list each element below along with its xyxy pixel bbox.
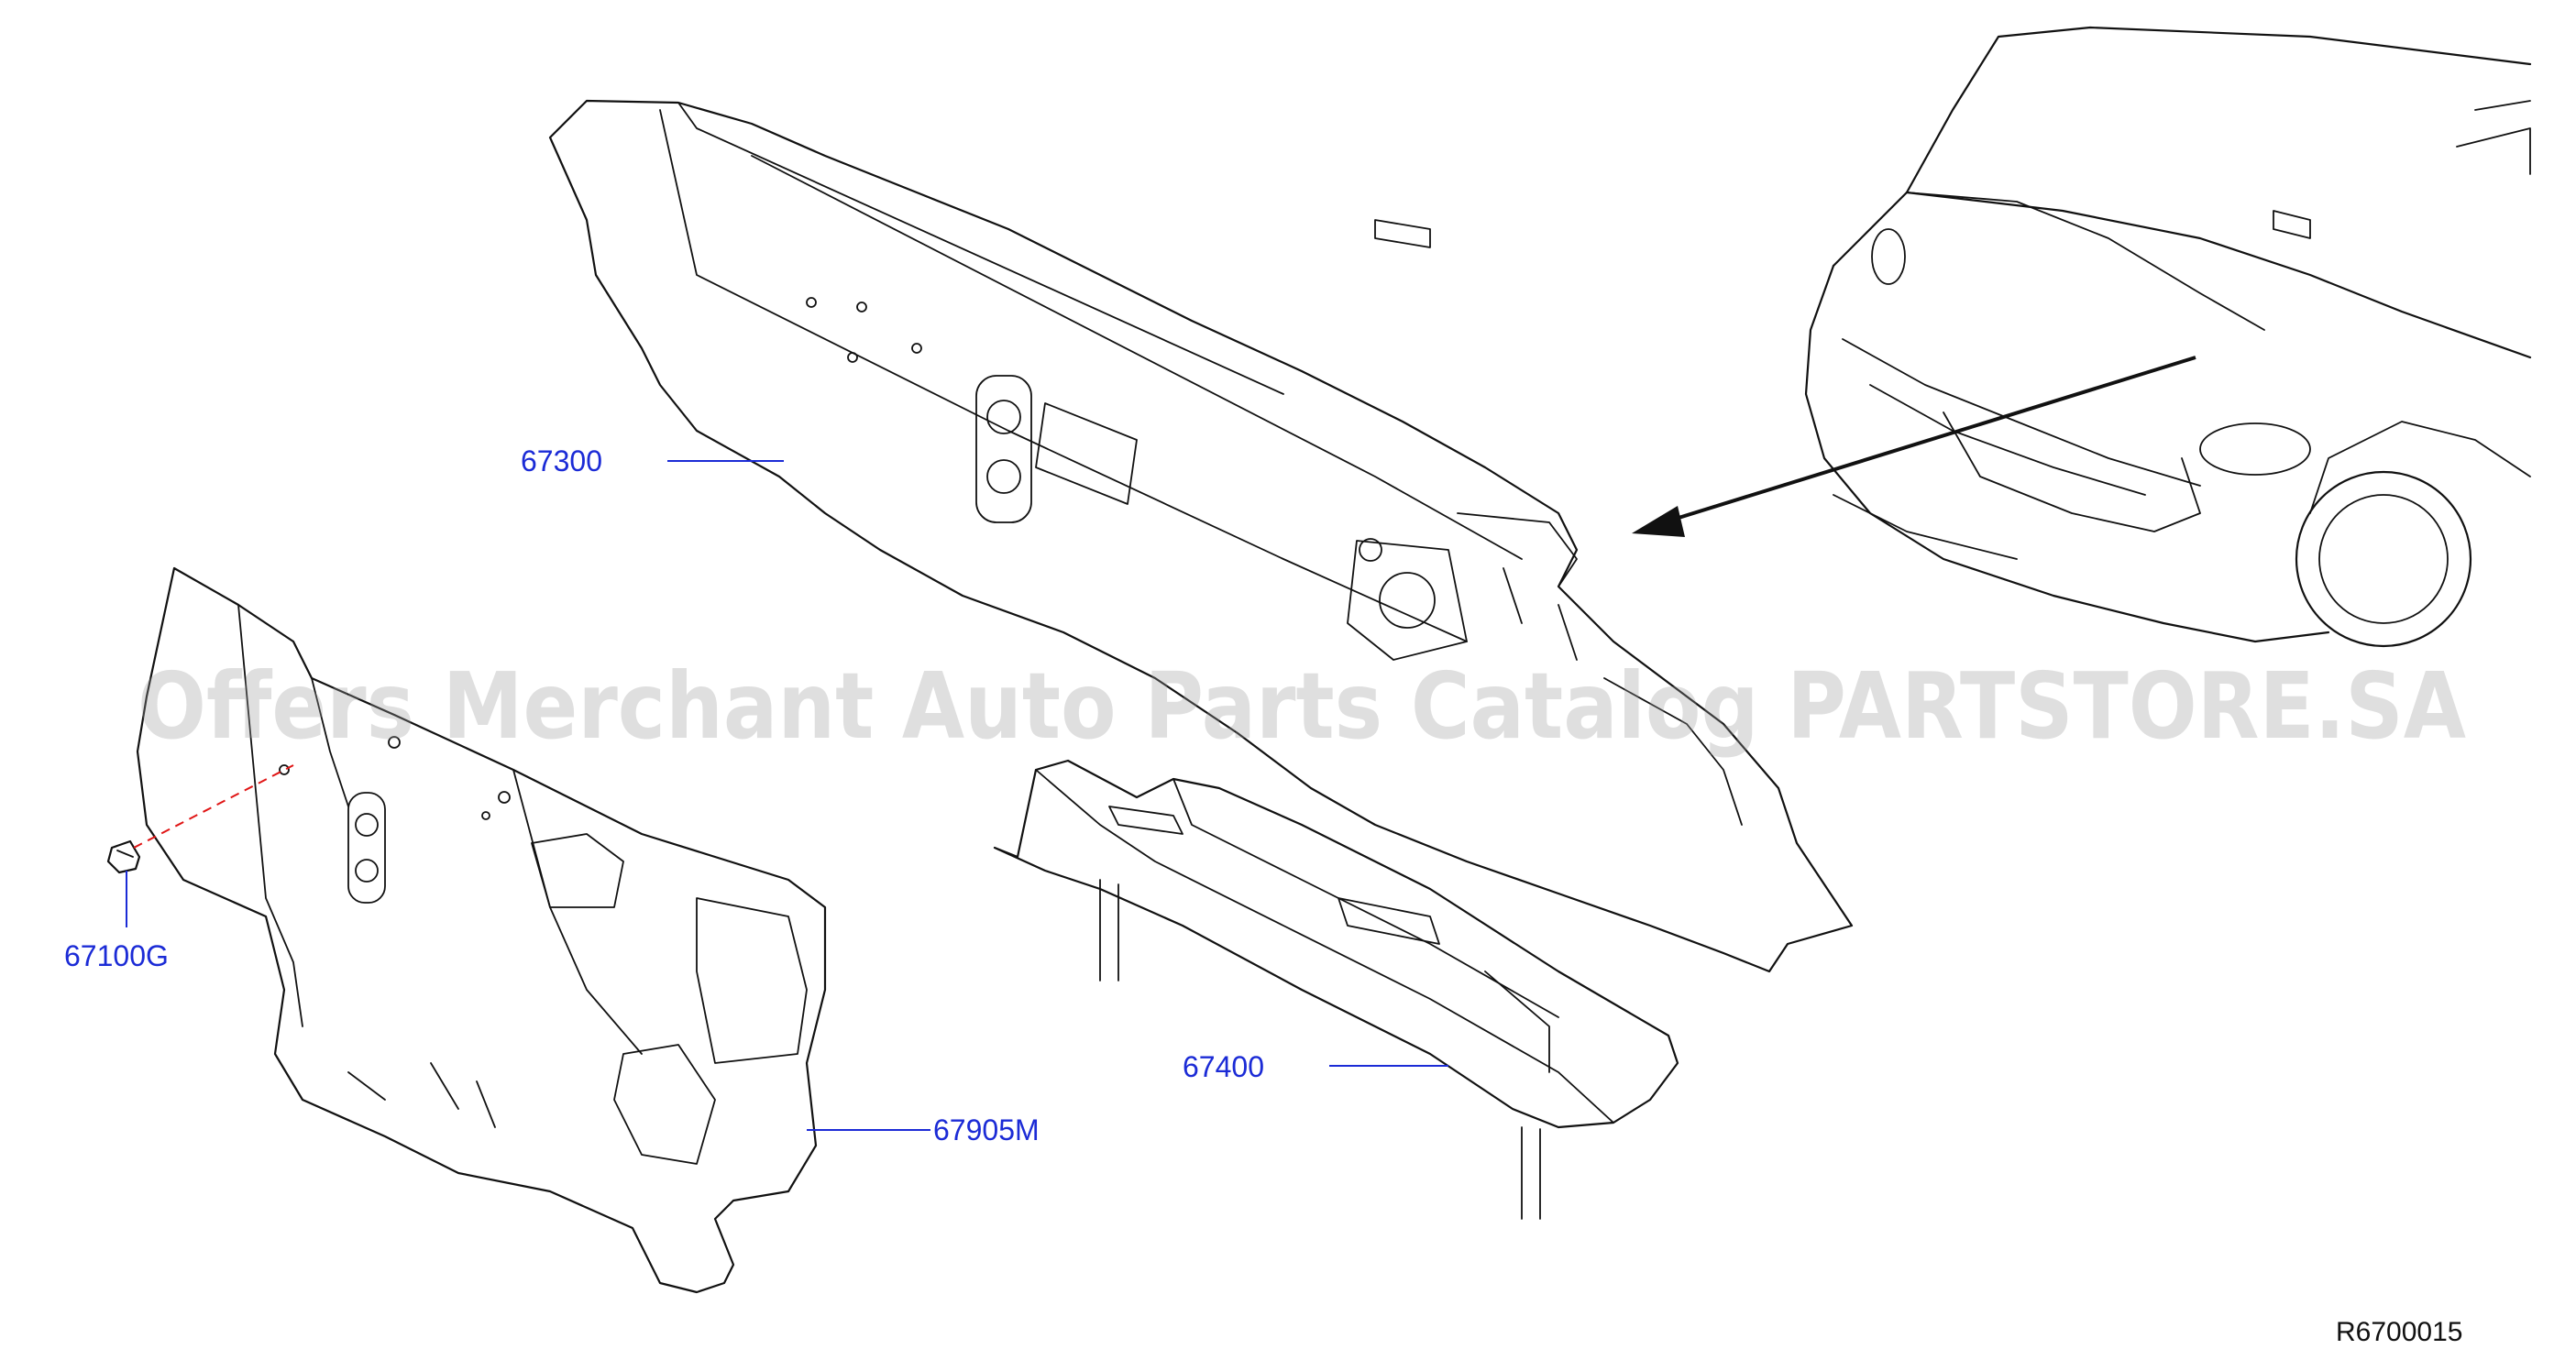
clip <box>106 839 141 874</box>
locator-arrow <box>1632 356 2196 537</box>
dash-insulator <box>136 566 827 1294</box>
figure-code: R6700015 <box>2336 1317 2462 1347</box>
upper-dash-panel <box>548 99 1854 973</box>
part-label-67905M[interactable]: 67905M <box>933 1113 1040 1146</box>
watermark: Offers Merchant Auto Parts Catalog PARTS… <box>138 653 2466 760</box>
part-label-67100G[interactable]: 67100G <box>64 939 169 972</box>
clip-assembly-dashed-line <box>133 764 294 849</box>
vehicle-locator-sketch <box>1804 26 2532 648</box>
cowl-top-panel <box>993 759 1679 1220</box>
part-label-67300[interactable]: 67300 <box>521 444 602 477</box>
part-label-67400[interactable]: 67400 <box>1183 1050 1264 1083</box>
